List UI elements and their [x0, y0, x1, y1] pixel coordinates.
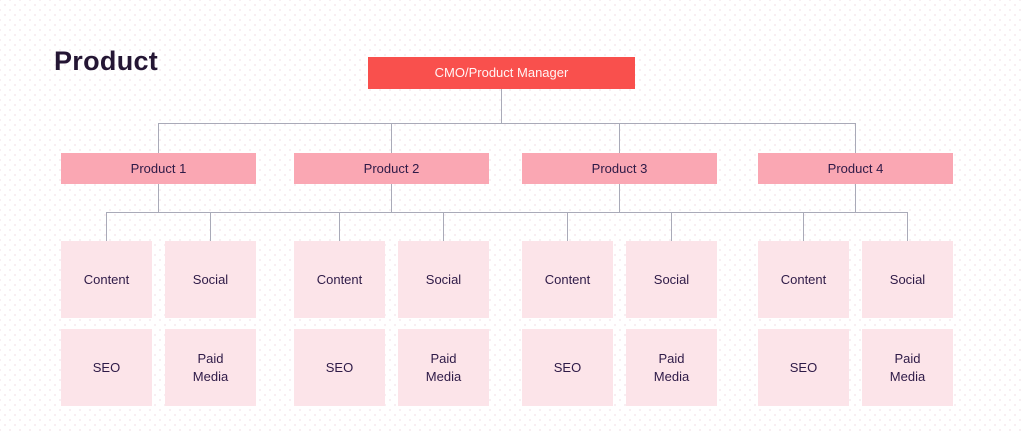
root-node: CMO/Product Manager — [368, 57, 635, 89]
connector-level2-drop — [443, 212, 444, 241]
leaf-node-social: Social — [398, 241, 489, 318]
leaf-node-content: Content — [522, 241, 613, 318]
leaf-node-seo: SEO — [61, 329, 152, 406]
connector-level2-drop — [567, 212, 568, 241]
connector-root-stem — [501, 89, 502, 123]
connector-product-stem — [619, 184, 620, 212]
connector-level1-horizontal — [158, 123, 856, 124]
leaf-node-paid-media: Paid Media — [626, 329, 717, 406]
leaf-node-social: Social — [626, 241, 717, 318]
leaf-node-seo: SEO — [522, 329, 613, 406]
connector-level1-drop — [855, 123, 856, 153]
connector-level2-drop — [339, 212, 340, 241]
leaf-node-content: Content — [61, 241, 152, 318]
leaf-node-seo: SEO — [294, 329, 385, 406]
leaf-node-social: Social — [165, 241, 256, 318]
connector-level1-drop — [619, 123, 620, 153]
product-node-1: Product 1 — [61, 153, 256, 184]
leaf-node-paid-media: Paid Media — [398, 329, 489, 406]
connector-level2-drop — [210, 212, 211, 241]
connector-product-stem — [158, 184, 159, 212]
product-node-3: Product 3 — [522, 153, 717, 184]
leaf-node-seo: SEO — [758, 329, 849, 406]
connector-product-stem — [391, 184, 392, 212]
leaf-node-social: Social — [862, 241, 953, 318]
connector-product-stem — [855, 184, 856, 212]
leaf-node-content: Content — [294, 241, 385, 318]
connector-level2-drop — [907, 212, 908, 241]
connector-level2-horizontal — [106, 212, 908, 213]
connector-level2-drop — [803, 212, 804, 241]
product-node-2: Product 2 — [294, 153, 489, 184]
leaf-node-paid-media: Paid Media — [165, 329, 256, 406]
leaf-node-content: Content — [758, 241, 849, 318]
product-node-4: Product 4 — [758, 153, 953, 184]
connector-level1-drop — [158, 123, 159, 153]
connector-level2-drop — [671, 212, 672, 241]
leaf-node-paid-media: Paid Media — [862, 329, 953, 406]
connector-level2-drop — [106, 212, 107, 241]
connector-level1-drop — [391, 123, 392, 153]
page-title: Product — [54, 46, 159, 76]
